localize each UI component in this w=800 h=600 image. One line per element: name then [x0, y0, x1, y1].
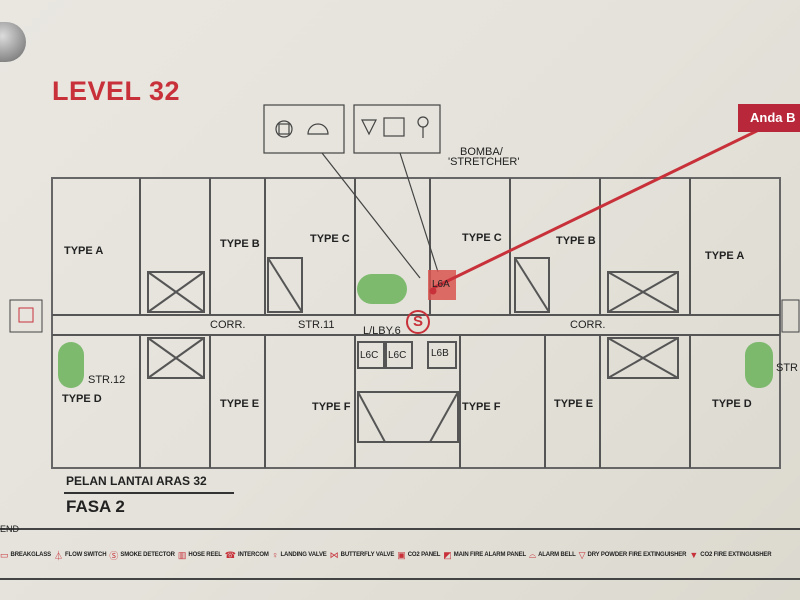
unit-type-e-left: TYPE E	[220, 398, 260, 410]
hose-reel-box-left	[9, 299, 43, 333]
unit-type-a-left: TYPE A	[64, 245, 104, 257]
unit-type-f-right: TYPE F	[462, 401, 501, 413]
plan-name-underline	[64, 492, 234, 494]
legend-item: ▼CO2 FIRE EXTINGUISHER	[689, 550, 772, 560]
staircase-12-label: STR.12	[88, 374, 126, 386]
unit-type-f-left: TYPE F	[312, 401, 351, 413]
corridor-left-label: CORR.	[210, 319, 246, 331]
lift-l6b	[427, 341, 457, 369]
intercom-icon: ☎	[224, 549, 236, 560]
unit-type-e-right: TYPE E	[554, 398, 594, 410]
co2-panel-icon: ▣	[397, 549, 406, 560]
you-are-here-dot	[429, 287, 437, 295]
callouts	[263, 104, 441, 279]
phase-label: FASA 2	[66, 497, 125, 516]
butterfly-valve-icon: ⋈	[329, 549, 339, 560]
dry-powder-extinguisher-icon	[361, 119, 377, 136]
corridor-right-label: CORR.	[570, 319, 606, 331]
unit-type-d-right: TYPE D	[712, 398, 752, 410]
legend-bottom-rule	[0, 578, 800, 580]
lift-lobby-label: L/LBY.6	[363, 325, 401, 337]
lift-shaft	[147, 271, 205, 313]
staircase-green	[745, 342, 773, 388]
main-fire-alarm-panel-icon: ◩	[443, 549, 452, 560]
unit-type-a-right: TYPE A	[705, 250, 745, 262]
legend-item: ⌓ALARM BELL	[528, 549, 576, 560]
lift-l6c-label: L6C	[360, 350, 379, 361]
lift-l6c-1	[357, 341, 385, 369]
lift-l6c-label: L6C	[388, 350, 407, 361]
hose-reel-icon: ▥	[177, 549, 187, 560]
legend-item: ☎INTERCOM	[224, 549, 269, 560]
staircase-green	[357, 274, 407, 304]
lift-shaft	[607, 271, 679, 313]
unit-type-c-right: TYPE C	[462, 232, 502, 244]
alarm-bell-icon: ⌓	[528, 549, 537, 560]
legend-top-rule	[0, 528, 800, 530]
alarm-bell-icon	[307, 123, 329, 135]
you-are-here-label: Anda B	[738, 104, 800, 132]
callout-box-right	[353, 104, 441, 154]
dry-powder-extinguisher-icon: ▽	[578, 549, 586, 560]
unit-type-b-right: TYPE B	[556, 235, 596, 247]
smoke-detector-icon: Ⓢ	[109, 550, 119, 561]
lift-shaft	[147, 337, 205, 379]
unit-type-b-left: TYPE B	[220, 238, 260, 250]
co2-extinguisher-icon: ▼	[689, 550, 699, 560]
legend-item: ▣CO2 PANEL	[397, 549, 441, 560]
lift-l6a-label: L6A	[432, 279, 450, 290]
unit-type-c-left: TYPE C	[310, 233, 350, 245]
staircase-right-label: STR	[776, 362, 798, 374]
plan-name: PELAN LANTAI ARAS 32	[66, 474, 207, 488]
legend-item: ⋈BUTTERFLY VALVE	[329, 549, 395, 560]
bomba-label: BOMBA/	[460, 146, 503, 158]
hose-reel-box-right	[781, 299, 800, 333]
lift-l6b-label: L6B	[431, 348, 449, 359]
stretcher-label: 'STRETCHER'	[448, 156, 520, 168]
landing-valve-icon: ♀	[271, 550, 279, 560]
you-are-here-pointer	[432, 108, 800, 290]
breakglass-icon	[275, 120, 293, 138]
breakglass-icon: ▭	[0, 549, 9, 560]
building-outline	[51, 177, 781, 469]
legend-item: ▭BREAKGLASS	[0, 549, 52, 560]
staircase-11-label: STR.11	[298, 319, 335, 331]
lobby-block	[357, 391, 459, 443]
smoke-detector-icon: S	[406, 310, 430, 334]
callout-box-left	[263, 104, 345, 154]
legend-item: ▽DRY POWDER FIRE EXTINGUISHER	[578, 549, 687, 560]
legend-item: ▥HOSE REEL	[177, 549, 222, 560]
legend-item: ◩MAIN FIRE ALARM PANEL	[443, 549, 526, 560]
staircase-green	[58, 342, 84, 388]
hose-reel-icon	[18, 307, 34, 323]
lift-l6c-2	[385, 341, 413, 369]
landing-valve-icon	[417, 116, 429, 128]
flow-switch-icon: ⏃	[54, 550, 64, 561]
hose-reel-icon	[383, 117, 405, 137]
legend-title: END	[0, 524, 20, 534]
lift-shaft	[607, 337, 679, 379]
unit-type-d-left: TYPE D	[62, 393, 102, 405]
legend-item: ♀LANDING VALVE	[271, 550, 327, 560]
level-title: LEVEL 32	[52, 76, 181, 106]
legend-item: ⏃FLOW SWITCH	[54, 550, 107, 561]
